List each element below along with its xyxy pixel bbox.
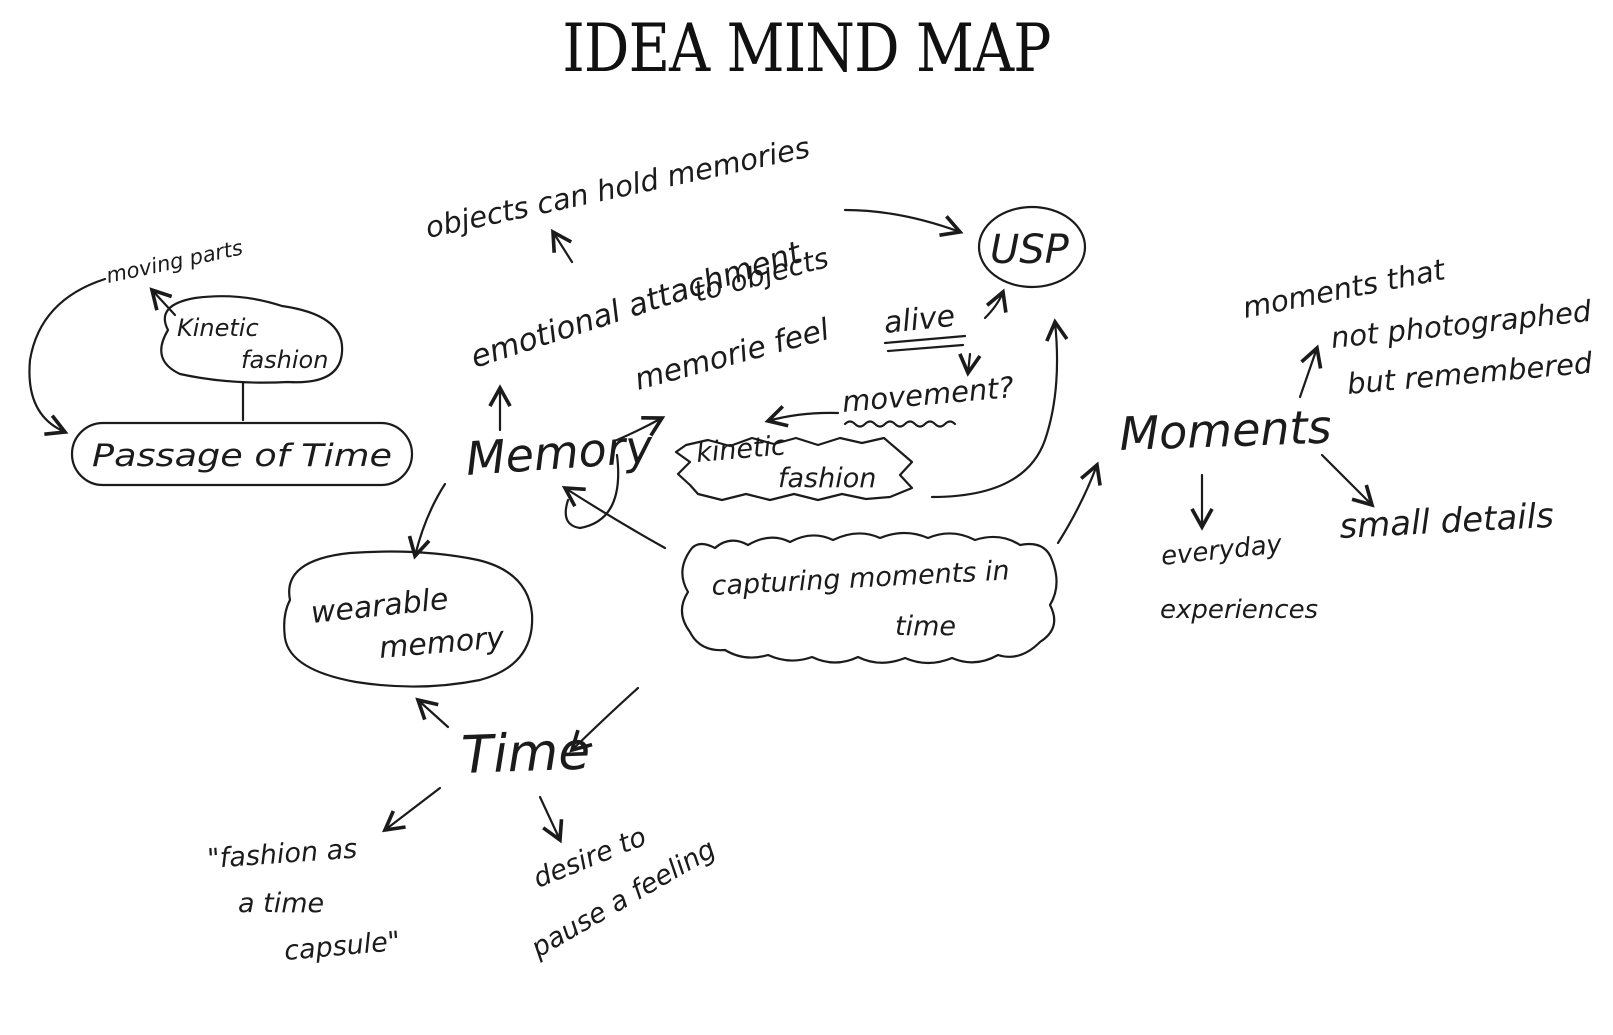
arrow-capturing-to-memory xyxy=(561,485,667,550)
passage-of-time-label: Passage of Time xyxy=(92,438,392,474)
arrow-capturing-to-moments xyxy=(1056,461,1102,545)
arrow-attachment-to-usp xyxy=(843,208,964,238)
time-capsule-label-3: capsule" xyxy=(283,926,402,967)
arrow-time-to-time-capsule xyxy=(382,786,442,833)
kinetic-fashion-left-label: Kinetic xyxy=(177,314,259,342)
arrow-kinetic-left-to-moving-parts xyxy=(149,287,177,317)
arrow-capturing-to-time xyxy=(569,686,640,753)
kinetic-fashion-center-label: kinetic xyxy=(695,430,787,469)
kinetic-fashion-center-label-2: fashion xyxy=(778,463,876,494)
node-labels: objects can hold memories emotional atta… xyxy=(92,130,1594,967)
arrow-moments-to-not-photographed xyxy=(1298,344,1323,399)
memories-alive-emphasis: alive xyxy=(882,299,957,341)
time-capsule-label-2: a time xyxy=(238,888,324,919)
page-title: IDEA MIND MAP xyxy=(562,10,1051,87)
node-shapes xyxy=(70,205,1087,688)
arrow-passage-to-moving-parts xyxy=(28,277,107,436)
arrow-alive-to-usp xyxy=(983,288,1008,320)
memory-loop-curl xyxy=(564,453,620,530)
usp-label: USP xyxy=(990,227,1070,273)
kinetic-fashion-left-cloud xyxy=(160,295,344,384)
arrow-memory-to-memorie-alive xyxy=(615,416,666,442)
arrow-moments-to-small-details xyxy=(1320,453,1375,508)
memory-label: Memory xyxy=(464,419,655,486)
wearable-memory-cloud xyxy=(283,550,534,688)
everyday-label: everyday xyxy=(1160,529,1284,572)
kinetic-fashion-center-jagged xyxy=(674,436,914,502)
kinetic-fashion-left-label-2: fashion xyxy=(241,346,328,374)
arrow-memory-to-wearable xyxy=(407,482,447,560)
movement-label: movement? xyxy=(841,370,1016,419)
arrow-movement-to-kinetic xyxy=(764,405,840,428)
not-photographed-label-2: not photographed xyxy=(1329,294,1593,355)
capturing-moments-label-2: time xyxy=(895,611,956,642)
objects-hold-memories-label: objects can hold memories xyxy=(422,130,812,245)
usp-ellipse xyxy=(977,205,1087,289)
arrow-alive-to-movement xyxy=(958,352,982,377)
moving-parts-label: moving parts xyxy=(104,236,245,288)
time-capsule-label: "fashion as xyxy=(206,834,358,875)
capturing-moments-cloud xyxy=(680,531,1058,665)
arrow-time-to-pause-feeling xyxy=(538,795,564,844)
movement-wavy-underline xyxy=(843,420,957,428)
arrow-kinetic-to-usp xyxy=(930,318,1069,499)
capturing-moments-label: capturing moments in xyxy=(711,555,1011,602)
everyday-label-2: experiences xyxy=(1160,595,1318,625)
arrow-time-to-wearable xyxy=(415,697,450,729)
connectors xyxy=(28,208,1375,844)
wearable-memory-label-2: memory xyxy=(378,620,507,666)
not-photographed-label-3: but remembered xyxy=(1346,346,1595,401)
memories-alive-label: memorie feel xyxy=(631,312,834,398)
time-label: Time xyxy=(460,722,591,786)
arrow-attachment-to-objects xyxy=(551,228,574,264)
alive-underline xyxy=(883,334,967,353)
moments-label: Moments xyxy=(1118,400,1332,461)
wearable-memory-label: wearable xyxy=(309,582,450,631)
passage-of-time-box xyxy=(70,421,414,487)
